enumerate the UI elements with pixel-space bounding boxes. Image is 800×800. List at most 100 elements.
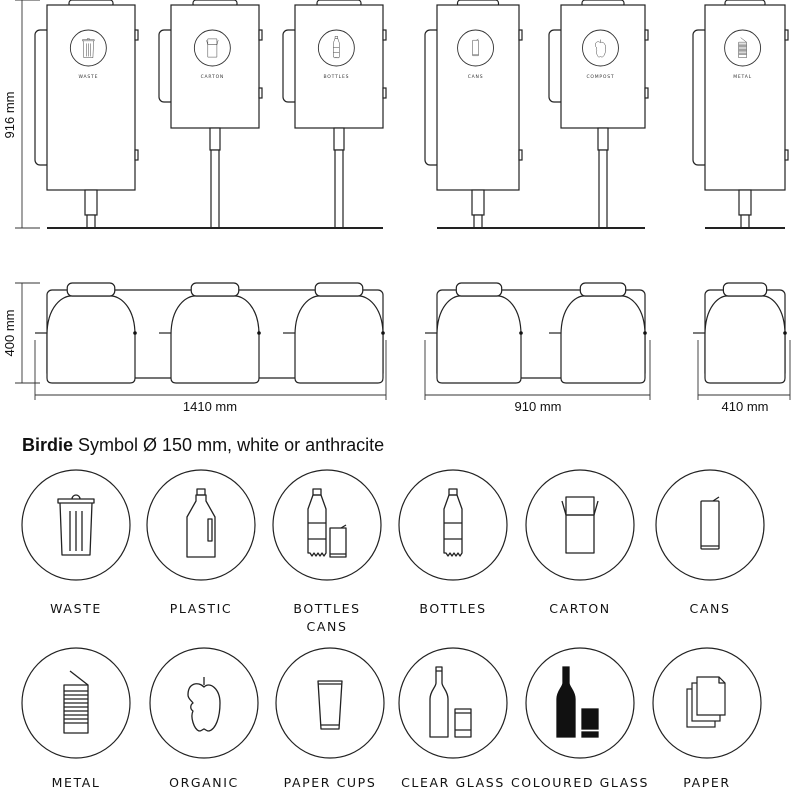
organic-icon xyxy=(187,676,221,732)
hinge-dot xyxy=(783,331,787,335)
bin-symbol-circle xyxy=(457,29,494,67)
width-dimensions: 1410 mm 910 mm 410 mm xyxy=(34,340,791,414)
bin-label: METAL xyxy=(733,74,752,80)
symbols-heading: Birdie Symbol Ø 150 mm, white or anthrac… xyxy=(22,435,384,455)
bin-body xyxy=(46,4,136,191)
paper-cups-icon xyxy=(317,680,343,730)
hinge-dot xyxy=(133,331,137,335)
bin-plan-lid xyxy=(455,282,503,297)
symbol-carton: CARTON xyxy=(525,469,635,616)
bin-post xyxy=(86,214,96,229)
bin-plan-lid xyxy=(579,282,627,297)
symbol-circle xyxy=(21,647,131,759)
bin-cans: CANS xyxy=(424,0,523,229)
bin-hinge xyxy=(518,29,523,41)
symbol-cans: CANS xyxy=(655,469,765,616)
symbol-circle xyxy=(655,469,765,581)
bin-plan-lid xyxy=(66,282,116,297)
bin-post xyxy=(740,214,750,229)
symbol-label: PAPER xyxy=(683,775,730,790)
bin-body xyxy=(436,4,520,191)
plan-view xyxy=(35,282,787,384)
symbol-paper-cups: PAPER CUPS xyxy=(275,647,385,790)
hinge-dot xyxy=(381,331,385,335)
bin-plan-lid xyxy=(722,282,768,297)
symbol-label: WASTE xyxy=(50,601,102,616)
bin-post xyxy=(333,127,345,151)
bin-post xyxy=(738,189,752,216)
bin-hinge xyxy=(518,149,523,161)
bin-plan-lid xyxy=(190,282,240,297)
bin-body xyxy=(704,4,786,191)
symbol-grid: WASTE PLASTIC BOTTLES CANS BOTTLES CARTON CANS… xyxy=(21,469,765,790)
metal-icon xyxy=(63,670,89,734)
bin-post xyxy=(473,214,483,229)
bin-label: CARTON xyxy=(201,74,224,80)
bin-plan-outline xyxy=(170,295,260,384)
symbol-coloured-glass: COLOURED GLASS xyxy=(511,647,649,790)
symbol-label: BOTTLES xyxy=(419,601,486,616)
symbol-circle xyxy=(275,647,385,759)
bottles-cans-icon xyxy=(307,488,347,558)
symbol-label: CLEAR GLASS xyxy=(401,775,505,790)
symbol-label: BOTTLES xyxy=(293,601,360,616)
bin-post xyxy=(209,127,221,151)
bin-hinge xyxy=(258,29,263,41)
symbol-circle xyxy=(652,647,762,759)
height-dimension: 916 mm xyxy=(2,0,40,229)
symbol-label: PAPER CUPS xyxy=(284,775,377,790)
bin-post xyxy=(334,149,344,229)
bin-plan-outline xyxy=(294,295,384,384)
bin-plan-outline xyxy=(436,295,522,384)
bin-body xyxy=(560,4,646,129)
symbol-waste: WASTE xyxy=(21,469,131,616)
symbol-metal: METAL xyxy=(21,647,131,790)
bin-body xyxy=(294,4,384,129)
symbol-label: PLASTIC xyxy=(170,601,233,616)
bin-hinge xyxy=(382,29,387,41)
symbol-clear-glass: CLEAR GLASS xyxy=(398,647,508,790)
hinge-dot xyxy=(519,331,523,335)
symbol-circle xyxy=(272,469,382,581)
symbol-circle xyxy=(398,469,508,581)
bin-plan-outline xyxy=(560,295,646,384)
symbol-plastic: PLASTIC xyxy=(146,469,256,616)
bin-plan-outline xyxy=(704,295,786,384)
bin-symbol-circle xyxy=(317,29,355,67)
paper-icon xyxy=(686,676,726,728)
symbol-circle xyxy=(398,647,508,759)
bin-hinge xyxy=(644,87,649,99)
symbol-label: CARTON xyxy=(549,601,610,616)
plan-group xyxy=(693,282,787,384)
plastic-icon xyxy=(186,488,216,558)
hinge-dot xyxy=(257,331,261,335)
bin-post xyxy=(471,189,485,216)
cans-icon xyxy=(700,496,720,550)
plan-group xyxy=(425,282,647,384)
carton-icon xyxy=(561,496,599,554)
symbol-label: ORGANIC xyxy=(169,775,239,790)
bin-plan-outline xyxy=(46,295,136,384)
symbol-label-line2: CANS xyxy=(307,619,348,634)
bin-post xyxy=(598,149,608,229)
symbol-circle xyxy=(525,647,635,759)
bin-hinge xyxy=(784,149,789,161)
coloured-glass-icon xyxy=(556,666,599,738)
width-label-1-bin: 410 mm xyxy=(722,399,769,414)
bin-carton: CARTON xyxy=(158,0,263,229)
bin-plan-lid xyxy=(314,282,364,297)
symbol-bottles: BOTTLES xyxy=(398,469,508,616)
bin-symbol-circle xyxy=(69,29,107,67)
waste-icon xyxy=(57,494,95,556)
bin-label: COMPOST xyxy=(586,74,614,80)
hinge-dot xyxy=(643,331,647,335)
bin-hinge xyxy=(134,29,139,41)
bin-hinge xyxy=(134,149,139,161)
depth-dimension-label: 400 mm xyxy=(2,310,17,357)
depth-dimension: 400 mm xyxy=(2,282,40,384)
symbol-label: COLOURED GLASS xyxy=(511,775,649,790)
bin-hinge xyxy=(644,29,649,41)
symbol-organic: ORGANIC xyxy=(149,647,259,790)
